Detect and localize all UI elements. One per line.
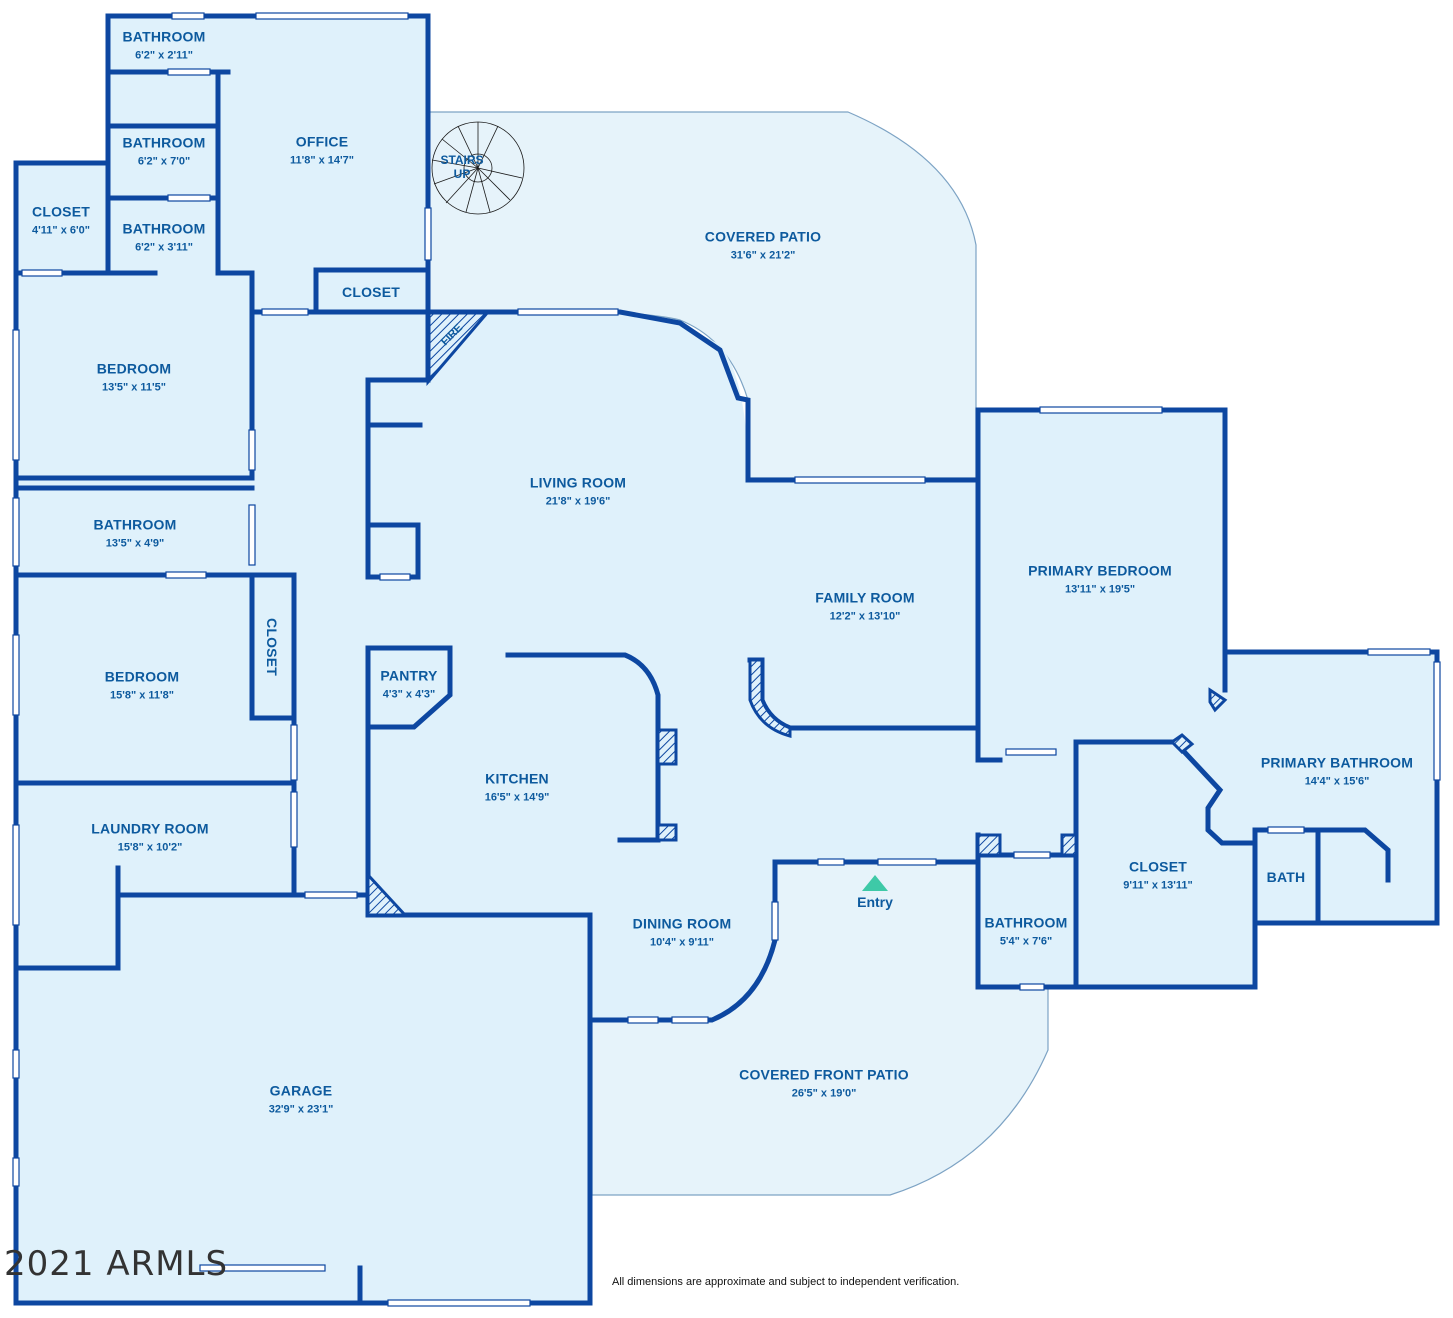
room-name: PRIMARY BEDROOM [1028,562,1172,579]
room-name: COVERED FRONT PATIO [739,1066,909,1083]
room-closet-office: CLOSET [342,284,400,300]
entry-label: Entry [857,894,893,910]
stairs-text: STAIRS [440,153,484,167]
room-dims: 31'6" x 21'2" [730,249,796,262]
room-bedroom-2: BEDROOM 15'8" x 11'8" [105,669,180,702]
room-garage: GARAGE 32'9" x 23'1" [269,1083,334,1116]
room-primary-bathroom: PRIMARY BATHROOM 14'4" x 15'6" [1261,755,1413,788]
spiral-stairs-icon [431,121,525,215]
room-closet-left: CLOSET 4'11" x 6'0" [32,204,90,237]
room-dims: 10'4" x 9'11" [650,936,714,949]
room-bathroom-entry: BATHROOM 5'4" x 7'6" [985,915,1068,948]
room-name: BATHROOM [122,220,206,237]
room-name: OFFICE [295,133,349,150]
room-dims: 21'8" x 19'6" [545,495,611,508]
room-dims: 13'5" x 4'9" [105,537,165,550]
entry-marker-icon [862,875,888,891]
room-kitchen: KITCHEN 16'5" x 14'9" [485,771,550,804]
room-dining-room: DINING ROOM 10'4" x 9'11" [633,916,732,949]
room-laundry-room: LAUNDRY ROOM 15'8" x 10'2" [91,821,209,854]
room-name: CLOSET [264,618,280,676]
room-dims: 6'2" x 2'11" [135,49,193,62]
room-name: CLOSET [1129,858,1187,875]
room-name: PRIMARY BATHROOM [1260,754,1414,771]
windows [12,12,1441,1307]
room-name: CLOSET [342,284,400,300]
room-name: LAUNDRY ROOM [91,820,209,837]
room-name: CLOSET [32,203,90,220]
room-name: BATHROOM [122,28,206,45]
room-dims: 6'2" x 7'0" [137,155,191,168]
room-dims: 12'2" x 13'10" [829,610,901,623]
room-name: PANTRY [380,667,438,684]
room-covered-front-patio: COVERED FRONT PATIO 26'5" x 19'0" [739,1067,909,1100]
copyright-watermark: 2021 ARMLS [4,1244,229,1284]
room-bathroom-low: BATHROOM 6'2" x 3'11" [123,221,206,254]
room-pantry: PANTRY 4'3" x 4'3" [380,668,437,701]
room-name: GARAGE [269,1082,333,1099]
room-dims: 5'4" x 7'6" [999,935,1053,948]
room-dims: 4'11" x 6'0" [32,224,90,237]
room-office: OFFICE 11'8" x 14'7" [290,134,354,167]
room-bathroom-hall: BATHROOM 13'5" x 4'9" [94,517,177,550]
room-dims: 14'4" x 15'6" [1304,775,1370,788]
room-dims: 13'5" x 11'5" [101,381,166,394]
room-living-room: LIVING ROOM 21'8" x 19'6" [530,475,626,508]
room-name: BATHROOM [984,914,1068,931]
room-name: FAMILY ROOM [815,589,915,606]
room-dims: 4'3" x 4'3" [382,688,436,701]
room-dims: 6'2" x 3'11" [135,241,193,254]
room-name: BATH [1266,869,1306,885]
room-covered-patio: COVERED PATIO 31'6" x 21'2" [705,229,821,262]
room-name: COVERED PATIO [704,228,822,245]
room-name: BEDROOM [104,668,180,685]
room-bedroom-1: BEDROOM 13'5" x 11'5" [97,361,172,394]
stairs-direction: UP [453,167,471,181]
room-dims: 16'5" x 14'9" [484,791,550,804]
room-closet-vertical: CLOSET [264,618,280,676]
room-family-room: FAMILY ROOM 12'2" x 13'10" [815,590,914,623]
room-dims: 26'5" x 19'0" [791,1087,857,1100]
room-name: LIVING ROOM [529,474,627,491]
room-dims: 13'11" x 19'5" [1064,583,1136,596]
room-name: BATHROOM [93,516,177,533]
room-bathroom-top: BATHROOM 6'2" x 2'11" [123,29,206,62]
room-bathroom-mid: BATHROOM 6'2" x 7'0" [123,135,206,168]
disclaimer-text: All dimensions are approximate and subje… [612,1276,960,1288]
room-closet-primary: CLOSET 9'11" x 13'11" [1123,859,1193,892]
stairs-label: STAIRS UP [440,153,483,181]
room-dims: 32'9" x 23'1" [268,1103,334,1116]
room-dims: 15'8" x 10'2" [117,841,183,854]
room-name: BATHROOM [122,134,206,151]
room-dims: 11'8" x 14'7" [290,154,354,167]
room-name: DINING ROOM [632,915,732,932]
room-dims: 15'8" x 11'8" [109,689,174,702]
room-name: BEDROOM [96,360,172,377]
room-name: KITCHEN [485,770,549,787]
room-bath-small: BATH [1267,869,1306,885]
room-primary-bedroom: PRIMARY BEDROOM 13'11" x 19'5" [1028,563,1172,596]
room-dims: 9'11" x 13'11" [1123,879,1193,892]
